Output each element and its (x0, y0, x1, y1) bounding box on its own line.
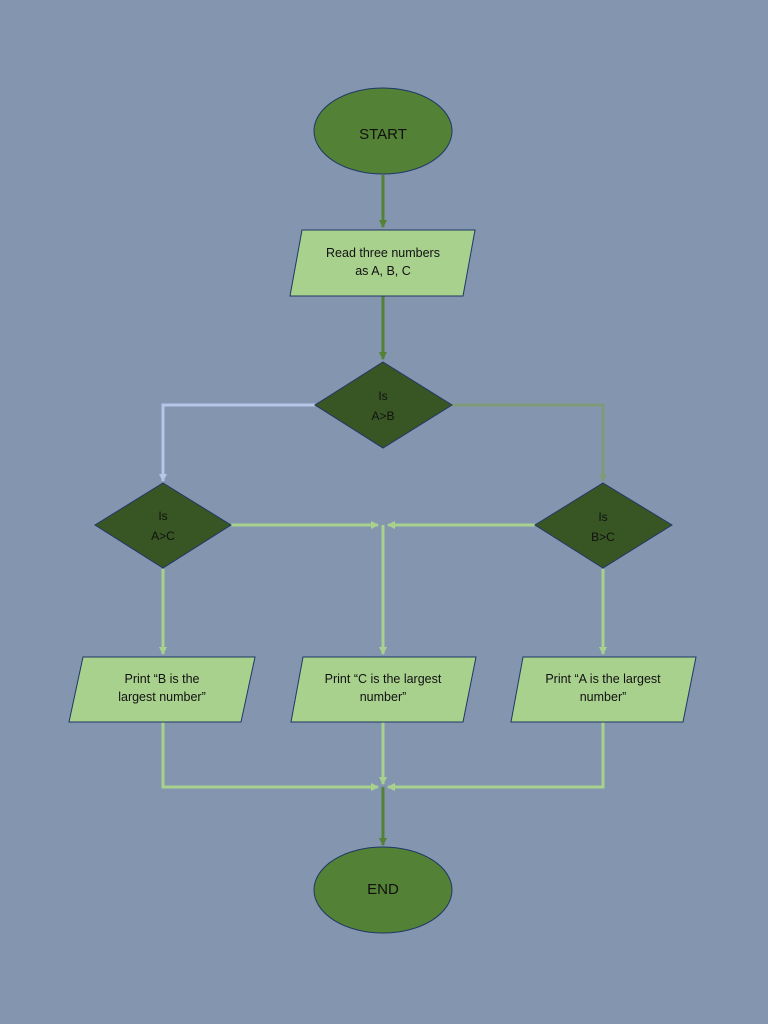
print-c-label: Print “C is the largest number” (298, 670, 468, 706)
start-text: START (359, 126, 407, 143)
read-input-label: Read three numbers as A, B, C (298, 244, 468, 280)
decision-a-greater-c[interactable] (94, 482, 232, 569)
decision-a-greater-c-line1: Is (158, 509, 168, 523)
connector-ab-to-bc (452, 403, 607, 482)
decision-b-greater-c-line2: B>C (591, 530, 615, 544)
print-c-line1: Print “C is the largest (324, 672, 442, 686)
end-label: END (313, 881, 453, 899)
connector-print-a-to-merge (387, 722, 605, 791)
print-a-parallelogram[interactable] (510, 656, 697, 723)
connector-print-b-to-merge (161, 722, 379, 791)
print-b-parallelogram[interactable] (68, 656, 256, 723)
decision-a-greater-b-line2: A>B (371, 409, 395, 423)
start-terminal[interactable] (313, 87, 453, 175)
print-b-line2: largest number” (118, 690, 206, 704)
connector-ab-to-ac (159, 403, 315, 482)
decision-a-greater-b[interactable] (314, 361, 453, 449)
decision-b-greater-c[interactable] (534, 482, 673, 569)
print-b-line1: Print “B is the (124, 672, 200, 686)
decision-a-greater-c-line2: A>C (151, 529, 175, 543)
print-c-line2: number” (359, 690, 407, 704)
decision-a-greater-b-label: Is A>B (343, 386, 423, 426)
print-a-line2: number” (579, 690, 627, 704)
decision-b-greater-c-label: Is B>C (563, 507, 643, 547)
read-input-line1: Read three numbers (326, 246, 440, 260)
read-input-parallelogram[interactable] (289, 229, 476, 297)
read-input-line2: as A, B, C (355, 264, 411, 278)
decision-b-greater-c-line1: Is (598, 510, 608, 524)
print-a-label: Print “A is the largest number” (518, 670, 688, 706)
print-c-parallelogram[interactable] (290, 656, 477, 723)
end-text: END (367, 881, 399, 898)
end-terminal[interactable] (313, 846, 453, 934)
decision-a-greater-b-line1: Is (378, 389, 388, 403)
print-a-line1: Print “A is the largest (545, 672, 661, 686)
start-label: START (313, 126, 453, 144)
decision-a-greater-c-label: Is A>C (123, 506, 203, 546)
print-b-label: Print “B is the largest number” (77, 670, 247, 706)
